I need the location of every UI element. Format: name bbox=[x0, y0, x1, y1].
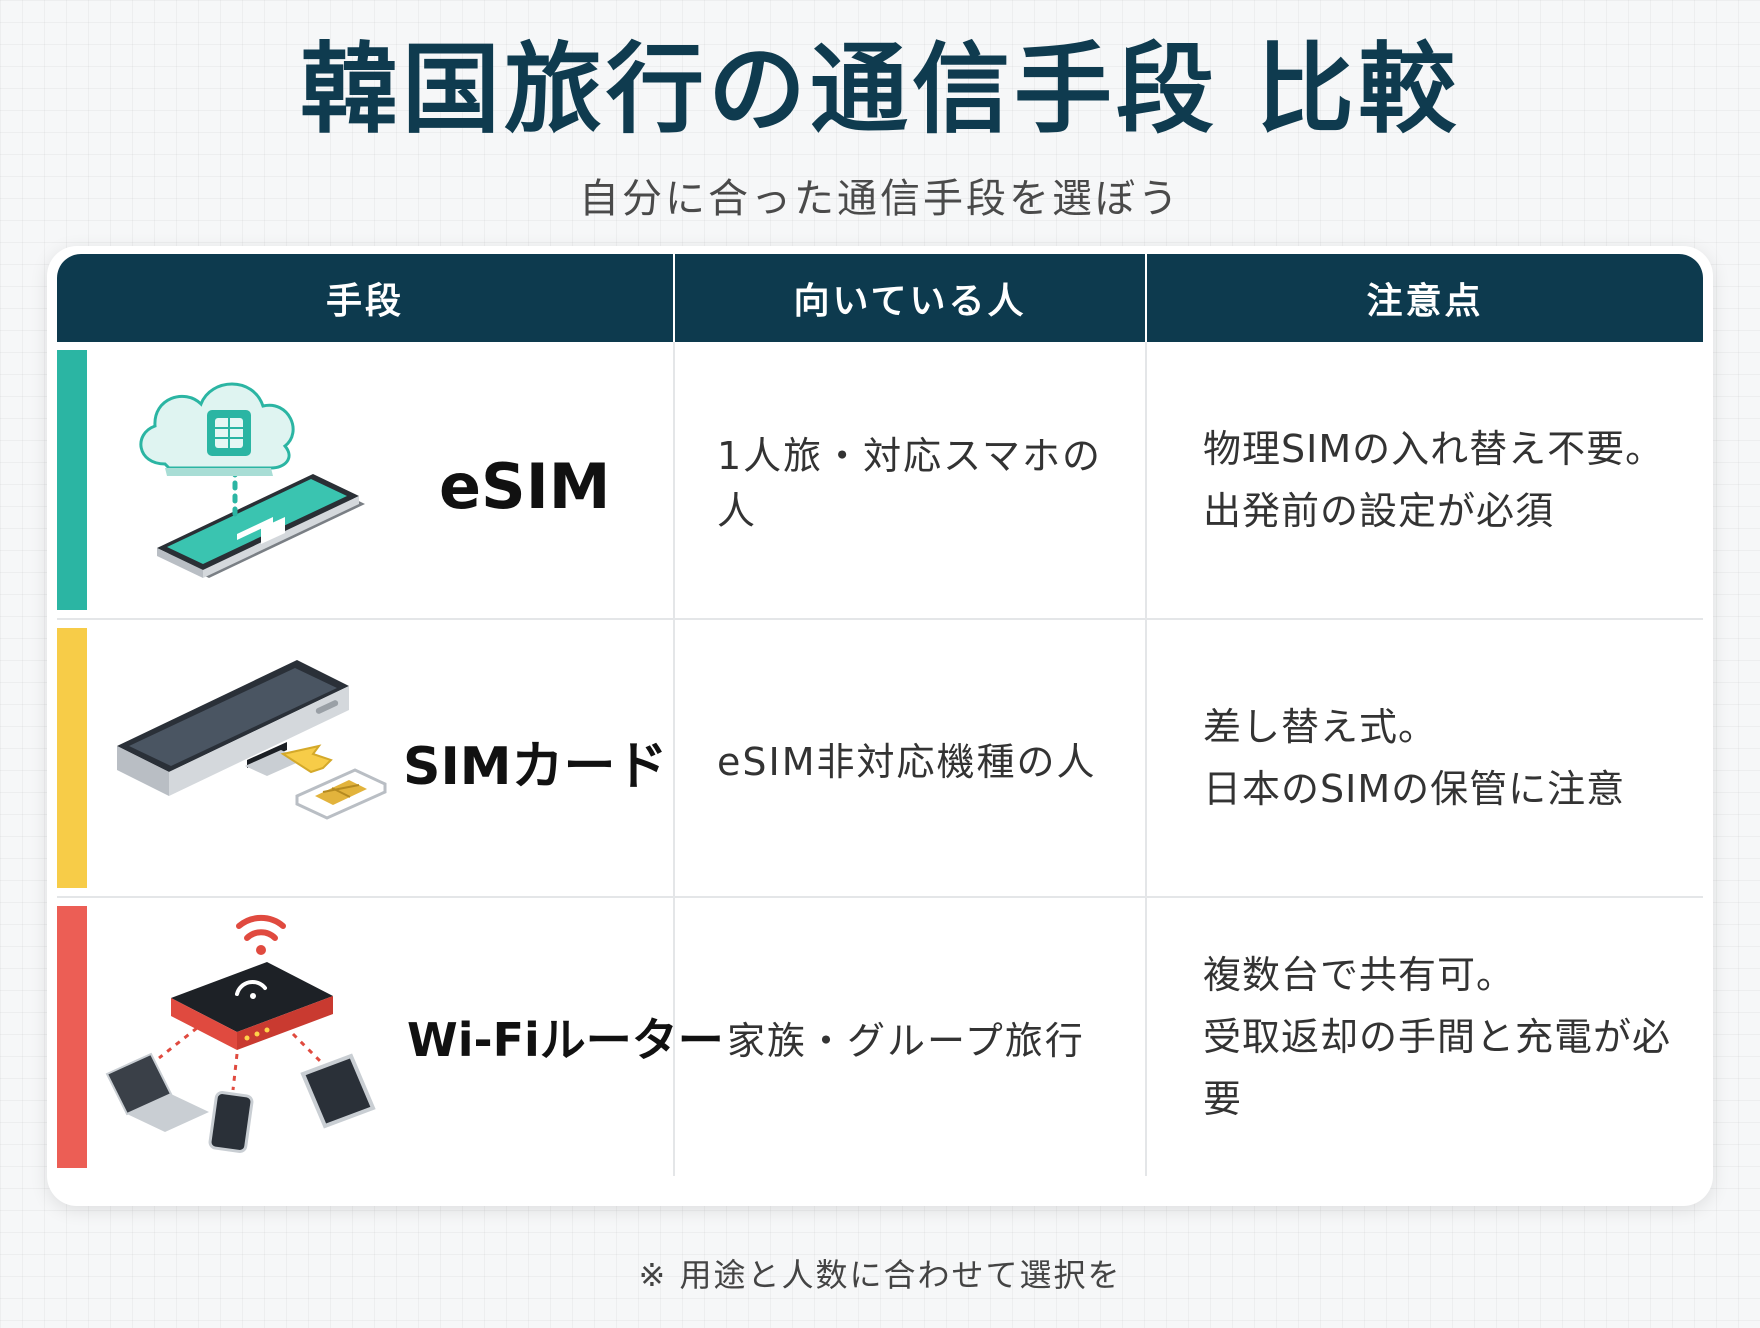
table-row-sim-card: SIMカード eSIM非対応機種の人 差し替え式。 日本のSIMの保管に注意 bbox=[57, 620, 1703, 898]
suited-for-text: eSIM非対応機種の人 bbox=[717, 739, 1097, 784]
method-cell: Wi-Fiルーター bbox=[57, 898, 724, 1176]
page-subtitle: 自分に合った通信手段を選ぼう bbox=[579, 176, 1181, 222]
table-row-wifi-router: Wi-Fiルーター 家族・グループ旅行 複数台で共有可。 受取返却の手間と充電が… bbox=[57, 898, 1703, 1176]
notes-cell: 差し替え式。 日本のSIMの保管に注意 bbox=[1145, 620, 1703, 896]
note-line-1: 複数台で共有可。 bbox=[1203, 953, 1516, 997]
suited-for-cell: 1人旅・対応スマホの人 bbox=[673, 342, 1145, 618]
table-header: 手段 向いている人 注意点 bbox=[57, 254, 1703, 342]
comparison-table: 手段 向いている人 注意点 bbox=[47, 246, 1713, 1206]
suited-for-text: 1人旅・対応スマホの人 bbox=[717, 434, 1103, 533]
note-line-1: 物理SIMの入れ替え不要。 bbox=[1203, 427, 1665, 471]
wifi-router-devices-icon bbox=[105, 914, 376, 1153]
method-cell: eSIM bbox=[57, 342, 673, 618]
method-name: SIMカード bbox=[403, 737, 668, 797]
footnote: ※ 用途と人数に合わせて選択を bbox=[638, 1256, 1122, 1294]
suited-for-cell: eSIM非対応機種の人 bbox=[673, 620, 1145, 896]
notes-cell: 複数台で共有可。 受取返却の手間と充電が必要 bbox=[1145, 898, 1703, 1176]
notes-text: 物理SIMの入れ替え不要。 出発前の設定が必須 bbox=[1203, 342, 1693, 618]
notes-text: 複数台で共有可。 受取返却の手間と充電が必要 bbox=[1203, 898, 1693, 1176]
notes-cell: 物理SIMの入れ替え不要。 出発前の設定が必須 bbox=[1145, 342, 1703, 618]
table-row-esim: eSIM 1人旅・対応スマホの人 物理SIMの入れ替え不要。 出発前の設定が必須 bbox=[57, 342, 1703, 620]
row-accent-bar bbox=[57, 350, 87, 610]
note-line-2: 日本のSIMの保管に注意 bbox=[1203, 767, 1626, 811]
header-method: 手段 bbox=[325, 281, 404, 322]
sim-card-tray-icon bbox=[117, 660, 387, 820]
esim-cloud-phone-icon bbox=[139, 382, 365, 578]
page-title: 韓国旅行の通信手段 比較 bbox=[299, 33, 1461, 147]
suited-for-text: 家族・グループ旅行 bbox=[727, 1018, 1085, 1063]
suited-for-cell: 家族・グループ旅行 bbox=[673, 898, 1145, 1176]
row-accent-bar bbox=[57, 906, 87, 1168]
note-line-2: 受取返却の手間と充電が必要 bbox=[1203, 1015, 1672, 1121]
row-accent-bar bbox=[57, 628, 87, 888]
method-name: Wi-Fiルーター bbox=[407, 1013, 724, 1067]
notes-text: 差し替え式。 日本のSIMの保管に注意 bbox=[1203, 620, 1693, 896]
note-line-2: 出発前の設定が必須 bbox=[1203, 489, 1555, 533]
note-line-1: 差し替え式。 bbox=[1203, 705, 1438, 749]
method-cell: SIMカード bbox=[57, 620, 673, 896]
method-name: eSIM bbox=[439, 450, 611, 523]
header-notes: 注意点 bbox=[1145, 254, 1703, 342]
header-suited-for: 向いている人 bbox=[673, 254, 1145, 342]
